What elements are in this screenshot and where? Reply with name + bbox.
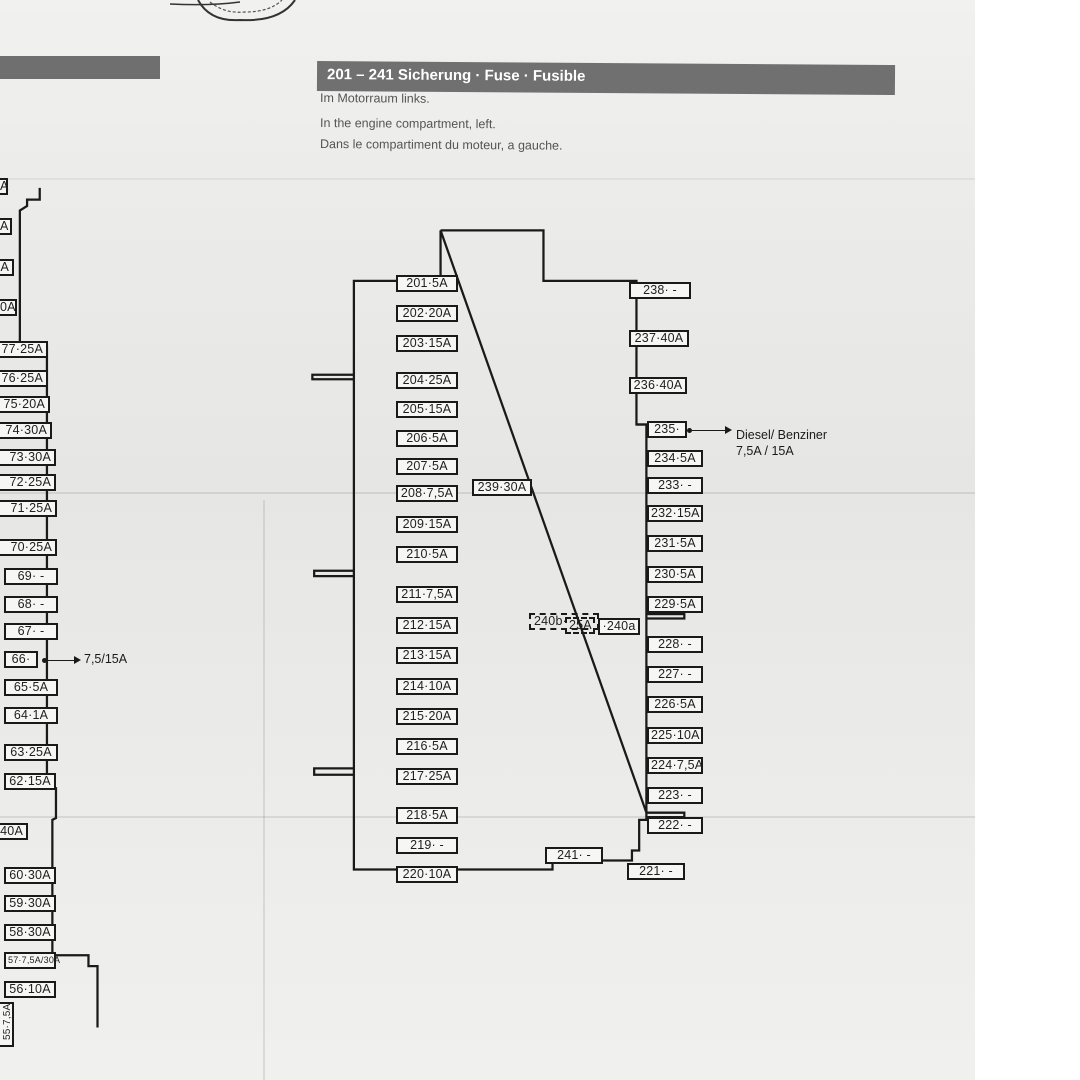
fuse-210: 210·5A bbox=[396, 546, 458, 563]
fuse-239: 239·30A bbox=[472, 479, 532, 496]
fuse-left-column-12: 69· - bbox=[4, 568, 58, 585]
fuse-229: 229·5A bbox=[647, 596, 703, 613]
fuse-left-column-25: 56·10A bbox=[4, 981, 56, 998]
fuse-204: 204·25A bbox=[396, 372, 458, 389]
fuse-231: 231·5A bbox=[647, 535, 703, 552]
callout-line bbox=[691, 430, 725, 431]
fuse-left-column-17: 64·1A bbox=[4, 707, 58, 724]
fuse-left-column-1: A bbox=[0, 218, 12, 235]
fuse-214: 214·10A bbox=[396, 678, 458, 695]
fuse-224: 224·7,5A bbox=[647, 757, 703, 774]
fuse-218: 218·5A bbox=[396, 807, 458, 824]
fuse-206: 206·5A bbox=[396, 430, 458, 447]
fuse-213: 213·15A bbox=[396, 647, 458, 664]
fuse-left-column-13: 68· - bbox=[4, 596, 58, 613]
fuse-232: 232·15A bbox=[647, 505, 703, 522]
fuse-left-column-24: 57·7,5A/30A bbox=[4, 952, 60, 969]
fuse-left-column-20: 40A bbox=[0, 823, 28, 840]
fuse-228: 228· - bbox=[647, 636, 703, 653]
fuse-202: 202·20A bbox=[396, 305, 458, 322]
fuse-205: 205·15A bbox=[396, 401, 458, 418]
fuse-left-column-0: A bbox=[0, 178, 8, 195]
callout-dot bbox=[42, 658, 47, 663]
fuse-223: 223· - bbox=[647, 787, 703, 804]
fuse-left-column-26: 55·7,5A bbox=[0, 1002, 14, 1047]
fuse-227: 227· - bbox=[647, 666, 703, 683]
fuse-left-column-10: 71·25A bbox=[0, 500, 57, 517]
fuse-left-column-16: 65·5A bbox=[4, 679, 58, 696]
fuse-left-column-15: 66· bbox=[4, 651, 38, 668]
paper-fold-line bbox=[0, 178, 975, 180]
fuse-left-column-3: 0A bbox=[0, 299, 17, 316]
fuse-236: 236·40A bbox=[629, 377, 687, 394]
fuse-235: 235· bbox=[647, 421, 687, 438]
fuse-left-column-18: 63·25A bbox=[4, 744, 58, 761]
fuse-225: 225·10A bbox=[647, 727, 703, 744]
fuse-left-column-23: 58·30A bbox=[4, 924, 56, 941]
callout-235-line1: Diesel/ Benziner bbox=[736, 428, 828, 442]
fuse-left-column-9: 72·25A bbox=[0, 474, 56, 491]
fuse-left-column-21: 60·30A bbox=[4, 867, 56, 884]
fuse-216: 216·5A bbox=[396, 738, 458, 755]
fuse-211: 211·7,5A bbox=[396, 586, 458, 603]
fuse-237: 237·40A bbox=[629, 330, 689, 347]
fuse-left-column-6: 75·20A bbox=[0, 396, 50, 413]
callout-66-label: 7,5/15A bbox=[84, 652, 128, 666]
fuse-215: 215·20A bbox=[396, 708, 458, 725]
fuse-left-column-14: 67· - bbox=[4, 623, 58, 640]
paper-fold-line bbox=[263, 500, 265, 1080]
fuse-217: 217·25A bbox=[396, 768, 458, 785]
callout-235-line2: 7,5A / 15A bbox=[736, 444, 794, 458]
fuse-208: 208·7,5A bbox=[396, 485, 458, 502]
arrow-right-icon bbox=[74, 656, 81, 664]
fuse-209: 209·15A bbox=[396, 516, 458, 533]
fuse-box-outline bbox=[18, 187, 686, 1028]
fuse-212: 212·15A bbox=[396, 617, 458, 634]
fuse-25a: 25A bbox=[565, 617, 595, 634]
fuse-221: 221· - bbox=[627, 863, 685, 880]
fuse-230: 230·5A bbox=[647, 566, 703, 583]
fuse-234: 234·5A bbox=[647, 450, 703, 467]
fuse-left-column-22: 59·30A bbox=[4, 895, 56, 912]
fuse-207: 207·5A bbox=[396, 458, 458, 475]
fuse-left-column-8: 73·30A bbox=[0, 449, 56, 466]
arrow-right-icon bbox=[725, 426, 732, 434]
fuse-left-column-19: 62·15A bbox=[4, 773, 56, 790]
fuse-238: 238· - bbox=[629, 282, 691, 299]
paper-sheet: 201 – 241 Sicherung · Fuse · Fusible Im … bbox=[0, 0, 975, 1080]
fuse-219: 219· - bbox=[396, 837, 458, 854]
previous-section-bar bbox=[0, 56, 160, 79]
vehicle-illustration-fragment bbox=[170, 0, 296, 22]
fuse-left-column-2: A bbox=[0, 259, 14, 276]
callout-line bbox=[46, 660, 74, 661]
fuse-left-column-4: 77·25A bbox=[0, 341, 48, 358]
fuse-203: 203·15A bbox=[396, 335, 458, 352]
fuse-240a: ·240a bbox=[598, 618, 640, 635]
fuse-left-column-5: 76·25A bbox=[0, 370, 48, 387]
fuse-left-column-11: 70·25A bbox=[0, 539, 57, 556]
paper-fold-line bbox=[0, 816, 975, 818]
fuse-220: 220·10A bbox=[396, 866, 458, 883]
fuse-201: 201·5A bbox=[396, 275, 458, 292]
fuse-233: 233· - bbox=[647, 477, 703, 494]
fuse-left-column-7: 74·30A bbox=[0, 422, 52, 439]
callout-dot bbox=[687, 428, 692, 433]
fuse-226: 226·5A bbox=[647, 696, 703, 713]
fuse-222: 222· - bbox=[647, 817, 703, 834]
fuse-241: 241· - bbox=[545, 847, 603, 864]
